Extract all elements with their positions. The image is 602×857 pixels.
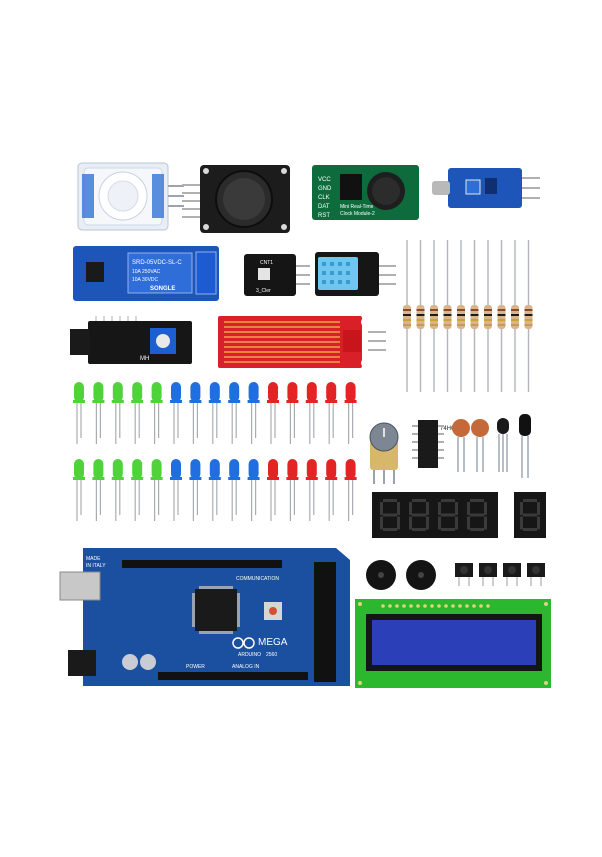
rtc-module: VCC GND CLK DAT RST Mini Real-Time Clock… <box>312 165 419 220</box>
relay-rating-1: 10A 250VAC <box>132 269 161 275</box>
arduino-logo-icon <box>232 637 255 649</box>
led <box>247 382 260 444</box>
led <box>111 459 124 521</box>
seven-segment-digit <box>380 499 400 531</box>
arduino-mega-label: MEGA <box>258 637 288 648</box>
water-level-sensor <box>218 316 386 368</box>
led <box>189 382 202 444</box>
push-button <box>503 563 521 586</box>
photoresistor-pair <box>452 419 489 472</box>
resistor <box>430 240 438 392</box>
relay-brand: SONGLE <box>150 286 175 292</box>
joystick-module <box>182 165 290 233</box>
resistor <box>416 240 425 392</box>
resistor <box>524 240 533 392</box>
led <box>325 459 338 521</box>
small-switch-module: CNT1 3_Cler <box>244 254 310 296</box>
rtc-pin-5: RST <box>318 213 330 219</box>
resistor <box>403 240 411 392</box>
ir-receiver <box>519 414 531 478</box>
resistor <box>511 240 519 392</box>
one-digit-seven-segment-display <box>514 492 546 538</box>
led <box>228 459 241 521</box>
led-group <box>73 382 357 521</box>
rtc-pin-3: CLK <box>318 195 330 201</box>
resistor <box>497 240 506 392</box>
led <box>305 382 318 444</box>
arduino-power-label: POWER <box>186 664 205 670</box>
arduino-made-label: MADE <box>86 556 101 562</box>
push-button <box>479 563 497 586</box>
relay-rating-2: 10A 30VDC <box>132 277 159 283</box>
seven-segment-digit <box>467 499 487 531</box>
buzzer-1 <box>366 560 396 590</box>
resistor <box>457 240 465 392</box>
led <box>286 382 299 444</box>
sound-sensor-module <box>432 168 540 208</box>
push-button-group <box>455 563 545 586</box>
dht11-sensor <box>315 252 396 296</box>
led <box>208 459 221 521</box>
led <box>170 382 182 444</box>
relay-model-label: SRD-05VDC-SL-C <box>132 260 182 266</box>
lcd-16x2 <box>355 599 551 688</box>
led <box>208 382 221 444</box>
led <box>344 459 357 521</box>
led <box>247 459 260 521</box>
arduino-model-label: 2560 <box>266 652 277 658</box>
rtc-subtitle: Clock Module-2 <box>340 211 375 217</box>
switch-module-label-2: 3_Cler <box>256 288 271 294</box>
pir-motion-sensor <box>77 162 184 231</box>
led <box>286 459 299 521</box>
led <box>150 382 163 444</box>
led <box>189 459 202 521</box>
led <box>111 382 124 444</box>
rtc-pin-4: DAT <box>318 204 330 210</box>
push-button <box>455 563 473 586</box>
seven-segment-digit <box>520 499 540 531</box>
led <box>170 459 182 521</box>
resistor-group <box>403 240 533 392</box>
rtc-pin-1: VCC <box>318 177 331 183</box>
four-digit-seven-segment-display <box>372 492 498 538</box>
i2c-lcd-adapter: MH <box>70 316 192 364</box>
resistor <box>470 240 479 392</box>
seven-segment-digit <box>438 499 458 531</box>
arduino-analog-label: ANALOG IN <box>232 664 260 670</box>
led <box>267 459 279 521</box>
arduino-mega-board: MADE IN ITALY COMMUNICATION MEGA ARDUINO… <box>59 548 350 686</box>
transistor <box>497 418 509 472</box>
led <box>305 459 318 521</box>
led <box>73 459 85 521</box>
relay-module: SRD-05VDC-SL-C 10A 250VAC 10A 30VDC SONG… <box>73 246 219 301</box>
seven-segment-digit <box>409 499 429 531</box>
led <box>131 382 144 444</box>
led <box>73 382 85 444</box>
arduino-comm-label: COMMUNICATION <box>236 576 279 582</box>
led <box>344 382 357 444</box>
led <box>92 459 105 521</box>
buzzer-2 <box>406 560 436 590</box>
rtc-pin-2: GND <box>318 186 332 192</box>
resistor <box>484 240 492 392</box>
arduino-italy-label: IN ITALY <box>86 563 106 569</box>
arduino-logo-text: ARDUINO <box>238 652 261 658</box>
led <box>267 382 279 444</box>
switch-module-label: CNT1 <box>260 260 273 266</box>
led <box>131 459 144 521</box>
led <box>92 382 105 444</box>
i2c-mark: MH <box>140 356 149 362</box>
potentiometer <box>369 422 399 484</box>
led <box>325 382 338 444</box>
push-button <box>527 563 545 586</box>
led <box>228 382 241 444</box>
led <box>150 459 163 521</box>
rtc-title: Mini Real-Time <box>340 204 374 210</box>
resistor <box>443 240 452 392</box>
